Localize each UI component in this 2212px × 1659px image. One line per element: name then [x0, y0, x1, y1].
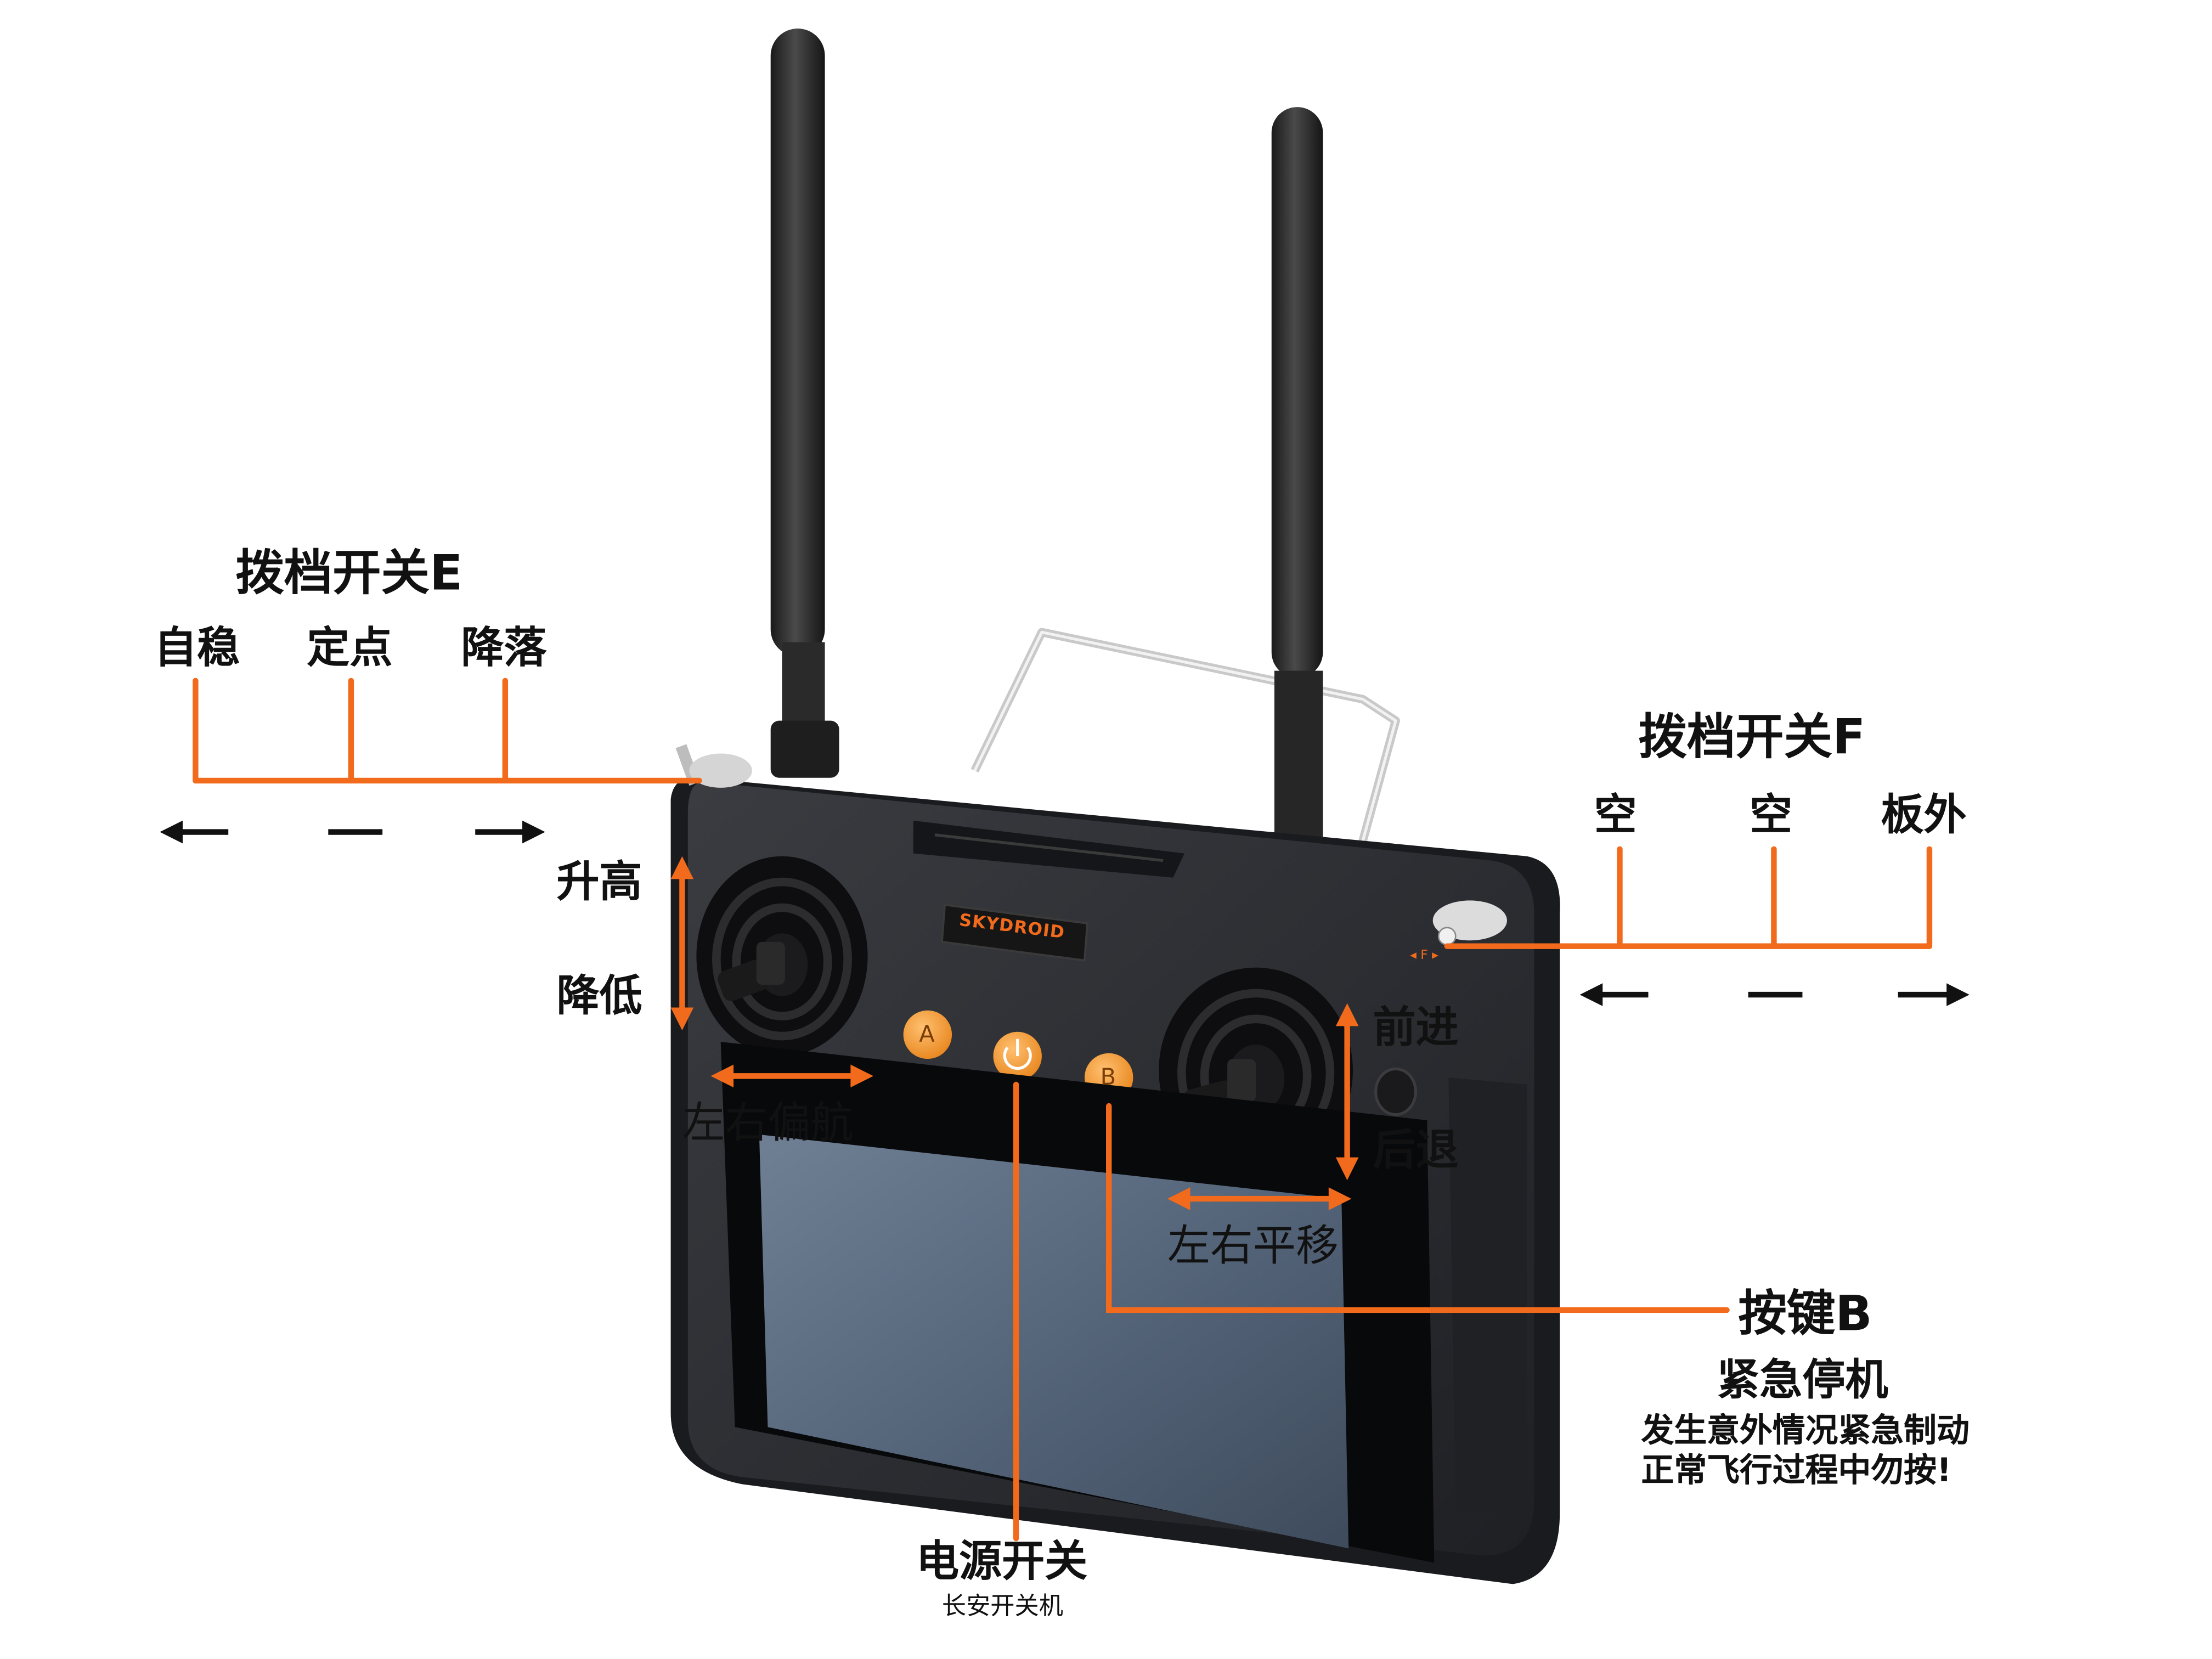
switch-f-arrows [1579, 983, 1970, 1006]
switch-f-position-2: 空 [1750, 791, 1793, 841]
button-b-title: 按键B [1738, 1285, 1872, 1343]
antenna-left [770, 29, 839, 778]
switch-e-position-2: 定点 [307, 623, 393, 674]
switch-f-position-1: 空 [1594, 791, 1637, 841]
button-b-label: B [1100, 1063, 1116, 1091]
switch-e-position-3: 降落 [461, 623, 547, 674]
right-stick-vertical-arrow [1335, 1003, 1359, 1181]
button-b-subtitle: 紧急停机 [1717, 1356, 1888, 1406]
left-stick[interactable] [715, 941, 785, 1003]
switch-f-bracket [1444, 846, 1933, 949]
carry-handle [970, 628, 1400, 857]
left-stick-lateral-label: 左右偏航 [682, 1098, 854, 1149]
switch-e-bracket [193, 678, 702, 784]
power-title: 电源开关 [916, 1537, 1088, 1587]
switch-e-title: 拨档开关E [235, 545, 463, 602]
right-stick-down-label: 后退 [1373, 1126, 1459, 1176]
switch-e-arrows [160, 820, 545, 844]
right-stick-lateral-label: 左右平移 [1167, 1221, 1339, 1272]
button-a[interactable] [903, 1010, 952, 1059]
side-grip-right [1448, 1077, 1527, 1513]
left-stick-down-label: 降低 [556, 972, 642, 1022]
left-stick-up-label: 升高 [556, 857, 642, 908]
button-b-note-2: 正常飞行过程中勿按! [1641, 1453, 1952, 1490]
button-a-label: A [919, 1020, 935, 1048]
switch-e-toggle[interactable] [675, 744, 752, 788]
power-note: 长安开关机 [941, 1593, 1063, 1622]
top-vent [913, 820, 1185, 878]
switch-f-title: 拨档开关F [1638, 709, 1866, 766]
touch-screen[interactable] [720, 1041, 1435, 1563]
power-icon [1003, 1046, 1032, 1070]
brand-badge [940, 904, 1089, 962]
switch-f-position-3: 板外 [1881, 791, 1967, 841]
button-b-leader [1105, 1103, 1730, 1313]
left-stick-vertical-arrow [670, 856, 694, 1031]
svg-text:◂ F ▸: ◂ F ▸ [1410, 947, 1438, 962]
button-b-note-1: 发生意外情况紧急制动 [1641, 1413, 1970, 1450]
left-stick-horizontal-arrow [710, 1064, 873, 1088]
antenna-right [1264, 107, 1333, 913]
switch-f-toggle[interactable]: ◂ F ▸ [1410, 900, 1507, 962]
right-aux-button[interactable] [1374, 1067, 1418, 1116]
switch-e-position-1: 自稳 [154, 623, 240, 674]
right-stick-horizontal-arrow [1167, 1187, 1352, 1210]
right-stick-up-label: 前进 [1373, 1003, 1459, 1053]
